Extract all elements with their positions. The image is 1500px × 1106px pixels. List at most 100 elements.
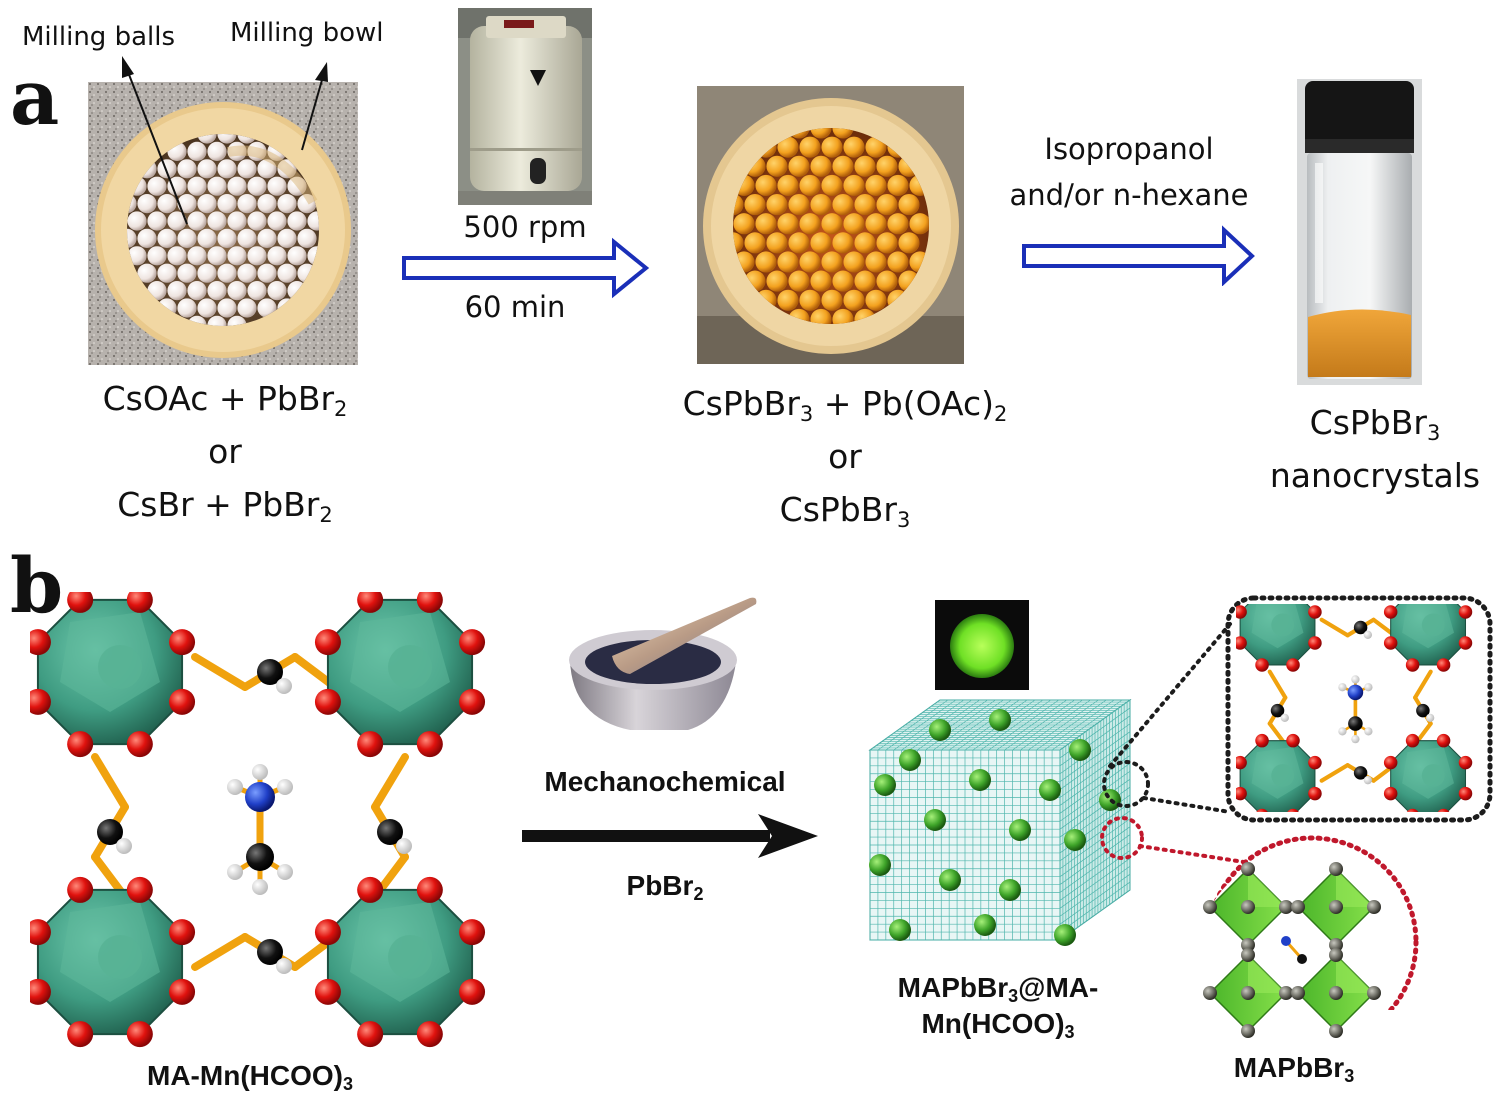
milling-ball [277,228,297,248]
bromine-atom [1241,1024,1255,1038]
milling-ball [127,228,137,248]
composite-cube [868,699,1132,946]
panel-letter-b: b [10,541,64,630]
oxygen-atom [67,592,94,613]
milling-ball [177,298,197,318]
carbon-atom [257,659,283,685]
milling-ball [197,159,217,179]
milling-ball [137,194,157,214]
nitrogen-atom [1347,684,1364,701]
vial-cap [1305,81,1414,153]
milling-ball [297,228,317,248]
oxygen-atom [357,731,384,758]
milling-ball [187,211,207,231]
mn-center [1271,764,1295,787]
perovskite-sphere [989,709,1011,731]
bromine-atom [1367,900,1381,914]
orange-milling-ball [755,251,777,273]
orange-milling-ball [832,308,854,324]
milling-ball [137,263,157,283]
oxygen-atom [126,1021,153,1048]
oxygen-atom [1383,786,1398,801]
orange-milling-ball [821,251,843,273]
milling-ball [167,176,187,196]
callout-arrowhead-bowl [315,62,328,82]
linker-bond [1413,669,1433,700]
oxygen-atom [126,731,153,758]
milling-ball [287,211,307,231]
orange-milling-ball [755,174,777,196]
mechanochemical-arrow [522,814,818,858]
oxygen-atom [1287,808,1299,812]
grid-line [1051,699,1123,751]
perovskite-sphere [1009,819,1031,841]
oxygen-atom [416,731,443,758]
oxygen-atom [1458,605,1473,619]
oxygen-atom [169,919,196,946]
orange-milling-ball [766,194,788,216]
oxygen-atom [1256,808,1268,812]
perovskite-sphere [1054,924,1076,946]
orange-milling-ball [799,174,821,196]
solvent-label-line2: and/or n-hexane [1009,178,1249,212]
milling-ball [257,228,277,248]
perovskite-sphere [929,719,951,741]
milling-ball [247,176,267,196]
milling-ball [247,246,267,266]
oxygen-atom [416,1021,443,1048]
mn-center [1421,613,1445,637]
oxygen-atom [30,919,51,946]
grid-line [1059,881,1131,933]
oxygen-atom [459,919,486,946]
linker-bond [91,753,129,811]
milling-ball [207,141,227,161]
milling-ball [167,281,187,301]
hydrogen-atom [277,779,293,795]
oxygen-atom [1255,733,1269,748]
hydrogen-atom [1338,683,1347,692]
orange-milling-ball [755,213,777,235]
milling-ball [307,211,319,231]
orange-milling-ball [777,174,799,196]
milling-ball [247,211,267,231]
milling-ball [267,281,287,301]
milling-ball [277,194,297,214]
milling-ball [227,176,247,196]
orange-milling-ball [777,289,799,311]
grid-line [1059,865,1131,917]
orange-milling-ball [843,213,865,235]
oxygen-atom [1383,755,1398,770]
oxygen-atom [1255,658,1269,672]
mechanochemical-label: Mechanochemical [544,766,786,797]
oxygen-atom [1236,636,1247,650]
mn-center [388,935,432,979]
orange-milling-ball [733,194,744,216]
carbon-atom [257,939,283,965]
orange-milling-ball [843,251,865,273]
orange-milling-ball [810,270,832,292]
orange-milling-ball [744,232,766,254]
octahedron-facet [1336,955,1374,993]
composite-label: MAPbBr3@MA- Mn(HCOO)3 [897,972,1099,1042]
milling-ball [237,298,257,318]
oxygen-atom [169,688,196,715]
hydrogen-atom [1351,675,1360,684]
panel-letter-a: a [10,53,60,142]
mn-center [98,645,142,689]
oxygen-atom [1308,755,1322,770]
oxygen-atom [416,876,443,903]
milling-ball [137,228,157,248]
bromine-atom [1241,862,1255,876]
oxygen-atom [1405,733,1420,748]
oxygen-atom [169,629,196,656]
hydrogen-atom [276,958,292,974]
orange-milling-ball [843,289,865,311]
orange-milling-ball [788,155,810,177]
orange-milling-ball [799,251,821,273]
oxygen-atom [30,978,51,1005]
oxygen-atom [1458,755,1473,770]
oxygen-atom [314,629,341,656]
oxygen-atom [1383,605,1398,619]
oxygen-atom [1236,786,1247,801]
orange-milling-ball [766,270,788,292]
